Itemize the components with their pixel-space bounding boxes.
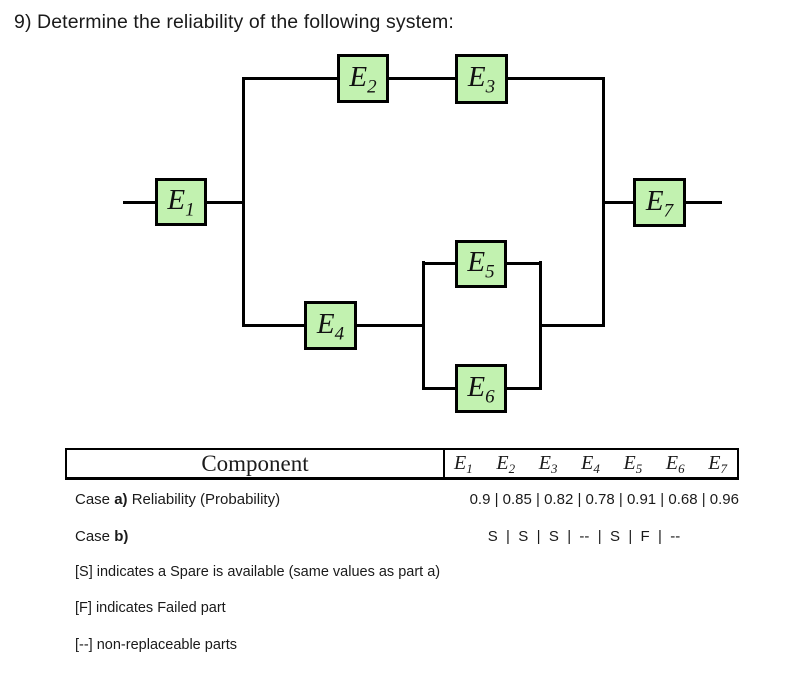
column-e3: E3 [538,452,558,476]
column-e7: E7 [708,452,727,476]
column-e2: E2 [496,452,516,476]
component-table-header: Component E1 E2 E3 E4 E5 E6 E7 [65,448,739,480]
block-e1-label: E1 [167,184,195,221]
block-e1: E1 [155,178,207,226]
case-b-values: S | S | S | -- | S | F | -- [487,528,681,545]
top-branch-line-left [242,77,339,80]
column-e1: E1 [454,452,473,476]
block-e3-label: E3 [467,61,496,98]
block-e7: E7 [633,178,686,227]
case-b-label: Case b) [75,528,129,545]
output-line [684,201,722,204]
e2-to-e3-line [387,77,457,80]
bottom-branch-line-left [242,324,306,327]
column-e5: E5 [623,452,643,476]
split-to-e6-line [422,387,457,390]
block-e2: E2 [337,54,389,103]
input-line [123,201,157,204]
block-e4: E4 [304,301,357,350]
e6-to-join-line [505,387,542,390]
e1-to-split-line [205,201,245,204]
left-branch-vertical-line [242,77,245,327]
block-e5: E5 [455,240,507,288]
component-header-label: Component [201,450,309,476]
note-nonreplaceable: [--] non-replaceable parts [75,637,237,653]
column-e4: E4 [581,452,600,476]
component-columns-cell: E1 E2 E3 E4 E5 E6 E7 [445,450,737,477]
case-a-values: 0.9 | 0.85 | 0.82 | 0.78 | 0.91 | 0.68 |… [469,491,739,508]
parallel-to-join-line [539,324,605,327]
block-e2-label: E2 [349,60,377,98]
case-a-label: Case a) Reliability (Probability) [75,491,281,508]
block-e6-label: E6 [467,370,495,408]
column-e6: E6 [665,452,685,476]
block-e7-label: E7 [645,184,674,222]
component-header-cell: Component [67,450,445,477]
block-e3: E3 [455,54,508,104]
note-spare: [S] indicates a Spare is available (same… [75,564,441,580]
e5-to-join-line [505,262,542,265]
top-branch-line-right [505,77,605,80]
e4-to-parallel-line [355,324,424,327]
note-failed: [F] indicates Failed part [75,600,226,616]
split-to-e5-line [422,262,457,265]
problem-title: 9) Determine the reliability of the foll… [14,11,454,33]
join-to-e7-line [602,201,635,204]
block-e4-label: E4 [316,307,345,345]
block-e5-label: E5 [467,246,495,283]
block-e6: E6 [455,364,507,413]
inner-left-vertical-line [422,261,425,390]
